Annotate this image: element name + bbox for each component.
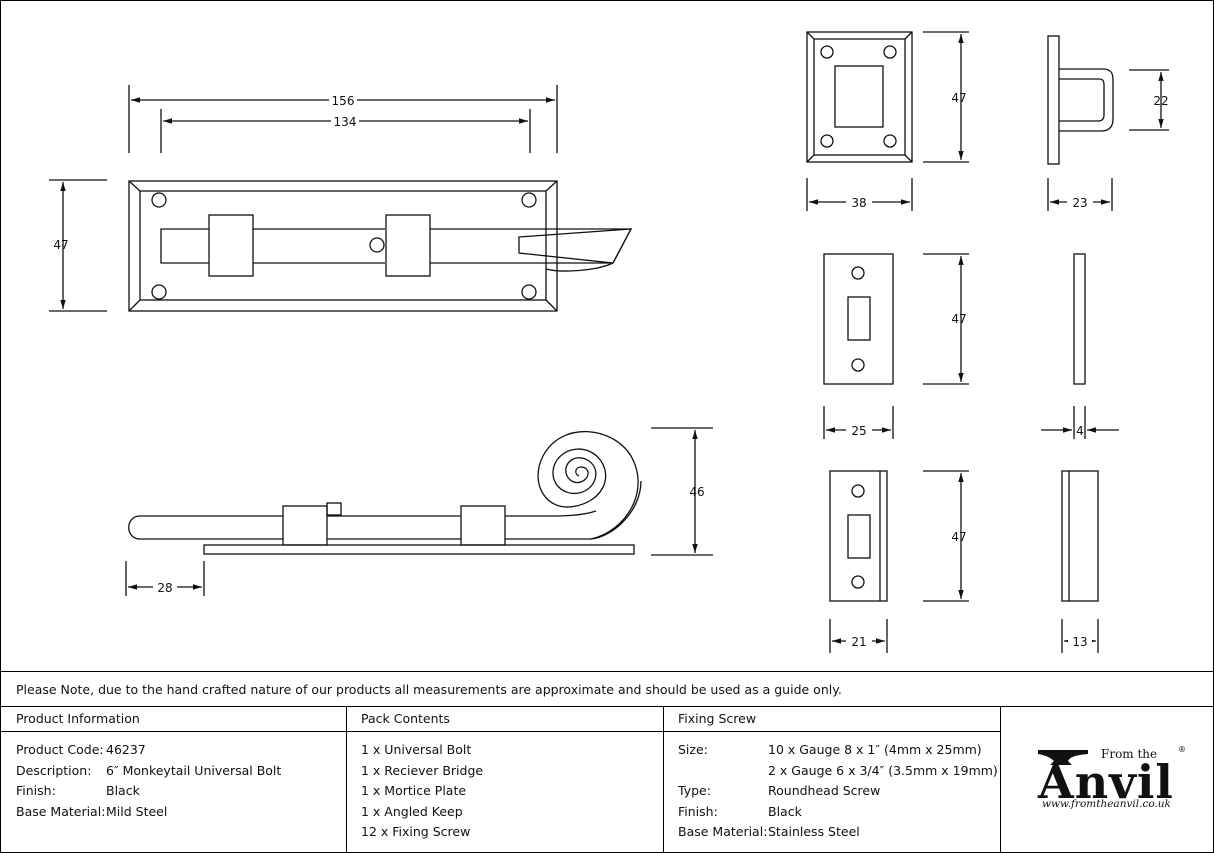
info-value: 46237 xyxy=(106,742,146,757)
info-value: Mild Steel xyxy=(106,803,168,819)
info-value: Black xyxy=(106,783,140,798)
info-value: 6″ Monkeytail Universal Bolt xyxy=(106,762,282,778)
dim-mortice-width: 25 xyxy=(851,424,866,438)
dim-plate-height: 47 xyxy=(53,238,68,252)
logo-url: www.fromtheanvil.co.uk xyxy=(1042,798,1171,810)
product-information-header: Product Information xyxy=(1,707,346,732)
logo-from-the: From the xyxy=(1101,747,1158,761)
screw-label: Size: xyxy=(678,742,708,757)
dim-side-height: 46 xyxy=(689,485,704,499)
pack-item: 1 x Universal Bolt xyxy=(361,742,472,757)
screw-row: Finish: Black xyxy=(663,802,1000,823)
info-row: Finish: Black xyxy=(1,781,346,802)
mortice-plate-side xyxy=(1041,253,1119,439)
dim-bridge-height: 47 xyxy=(951,91,966,105)
info-row: Base Material:Mild Steel xyxy=(1,802,346,823)
dim-plate-length: 134 xyxy=(334,115,357,129)
technical-drawing: 156 134 47 46 28 47 38 22 23 47 25 4 47 … xyxy=(49,31,1169,653)
angled-keep-front xyxy=(829,470,969,653)
pack-contents-panel: Pack Contents 1 x Universal Bolt 1 x Rec… xyxy=(346,707,664,852)
screw-value: Roundhead Screw xyxy=(768,783,881,798)
info-label: Base Material: xyxy=(16,803,106,819)
logo-wordmark: Anvil xyxy=(1038,755,1174,809)
measurement-note: Please Note, due to the hand crafted nat… xyxy=(1,671,1213,707)
pack-item: 1 x Mortice Plate xyxy=(361,783,467,798)
info-row: Description: 6″ Monkeytail Universal Bolt xyxy=(1,761,346,782)
dim-keep-depth: 13 xyxy=(1072,635,1087,649)
mortice-plate-front xyxy=(823,253,969,439)
screw-label: Base Material: xyxy=(678,824,768,839)
fixing-screw-panel: Fixing Screw Size: 10 x Gauge 8 x 1″ (4mm… xyxy=(663,707,1001,852)
dim-side-offset: 28 xyxy=(157,581,172,595)
dim-keep-height: 47 xyxy=(951,530,966,544)
screw-value: Stainless Steel xyxy=(768,824,860,839)
screw-row: Type: Roundhead Screw xyxy=(663,781,1000,802)
screw-value: Black xyxy=(768,803,802,819)
screw-value: 2 x Gauge 6 x 3/4″ (3.5mm x 19mm) xyxy=(768,762,998,778)
dim-bridge-width: 38 xyxy=(851,196,866,210)
pack-item: 1 x Angled Keep xyxy=(361,803,463,819)
bolt-front-view xyxy=(128,180,633,312)
screw-label: Type: xyxy=(678,783,711,798)
bolt-side-view xyxy=(128,430,642,555)
info-row: Product Code:46237 xyxy=(1,740,346,761)
angled-keep-side xyxy=(1061,470,1099,653)
dimension-overall-length xyxy=(49,85,558,312)
dim-overall-length: 156 xyxy=(332,94,355,108)
dim-mortice-height: 47 xyxy=(951,312,966,326)
dimension-side xyxy=(125,427,713,596)
anvil-icon xyxy=(1038,750,1088,765)
info-label: Product Code: xyxy=(16,742,104,757)
screw-label xyxy=(663,761,768,782)
receiver-bridge-front xyxy=(806,31,969,211)
info-label: Finish: xyxy=(16,783,56,798)
pack-item: 12 x Fixing Screw xyxy=(361,824,471,839)
from-the-anvil-logo: From the ® Anvil www.fromtheanvil.co.uk xyxy=(1036,743,1196,823)
pack-contents-header: Pack Contents xyxy=(346,707,663,732)
dim-keep-width: 21 xyxy=(851,635,866,649)
screw-row: 2 x Gauge 6 x 3/4″ (3.5mm x 19mm) xyxy=(663,761,1000,782)
fixing-screw-header: Fixing Screw xyxy=(663,707,1000,732)
dim-bridge-side-height: 22 xyxy=(1153,94,1168,108)
screw-row: Size: 10 x Gauge 8 x 1″ (4mm x 25mm) xyxy=(663,740,1000,761)
screw-value: 10 x Gauge 8 x 1″ (4mm x 25mm) xyxy=(768,742,982,757)
product-information-panel: Product Information Product Code:46237 D… xyxy=(1,707,347,852)
screw-row: Base Material:Stainless Steel xyxy=(663,822,1000,843)
logo-registered: ® xyxy=(1178,745,1186,754)
dim-mortice-thickness: 4 xyxy=(1076,424,1084,438)
dim-bridge-side-width: 23 xyxy=(1072,196,1087,210)
info-label: Description: xyxy=(16,762,92,778)
pack-item: 1 x Reciever Bridge xyxy=(361,762,484,778)
screw-label: Finish: xyxy=(678,803,718,819)
receiver-bridge-side xyxy=(1047,35,1169,211)
